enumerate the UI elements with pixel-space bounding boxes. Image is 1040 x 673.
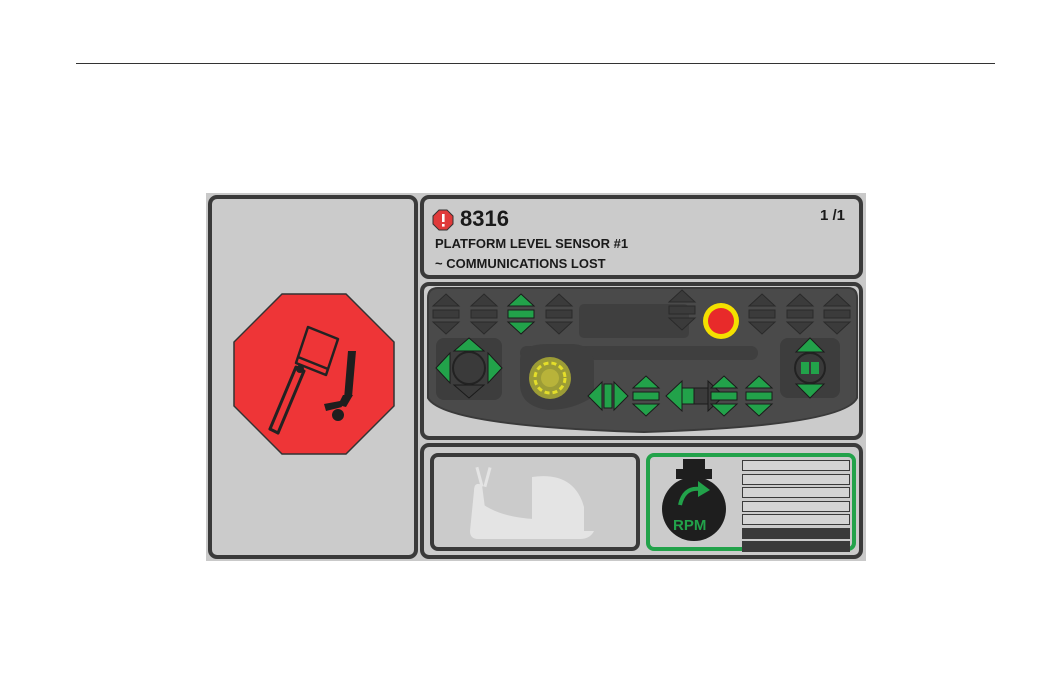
rpm-level-bars <box>742 460 850 555</box>
mode-status-panel: RPM <box>420 443 863 559</box>
rpm-level-bar <box>742 460 850 471</box>
rpm-indicator: RPM <box>646 453 856 551</box>
fault-code: 8316 <box>460 206 509 232</box>
rpm-level-bar <box>742 474 850 485</box>
fault-description-line1: PLATFORM LEVEL SENSOR #1 <box>435 236 628 251</box>
slow-speed-mode-indicator <box>430 453 640 551</box>
warning-panel <box>208 195 418 559</box>
right-joystick <box>780 338 840 398</box>
fault-message-panel: 8316 1 /1 PLATFORM LEVEL SENSOR #1 ~ COM… <box>420 195 863 279</box>
control-console-graphic <box>424 286 859 436</box>
fault-description-line2: ~ COMMUNICATIONS LOST <box>435 256 606 271</box>
speed-dial-knob <box>529 357 571 399</box>
rpm-level-bar <box>742 514 850 525</box>
header-divider <box>76 63 995 64</box>
rpm-level-bar <box>742 487 850 498</box>
rpm-level-bar <box>742 528 850 539</box>
control-display: 8316 1 /1 PLATFORM LEVEL SENSOR #1 ~ COM… <box>206 193 866 561</box>
control-functions-panel <box>420 282 863 440</box>
rpm-level-bar <box>742 541 850 552</box>
snail-slow-speed-icon <box>434 457 636 547</box>
rpm-level-bar <box>742 501 850 512</box>
left-joystick <box>436 338 502 400</box>
fault-page-indicator: 1 /1 <box>820 207 845 224</box>
tip-over-hazard-octagon-icon <box>212 199 414 555</box>
emergency-stop-button <box>708 308 734 334</box>
exclamation-alert-icon <box>432 209 454 231</box>
rpm-label: RPM <box>673 517 706 534</box>
